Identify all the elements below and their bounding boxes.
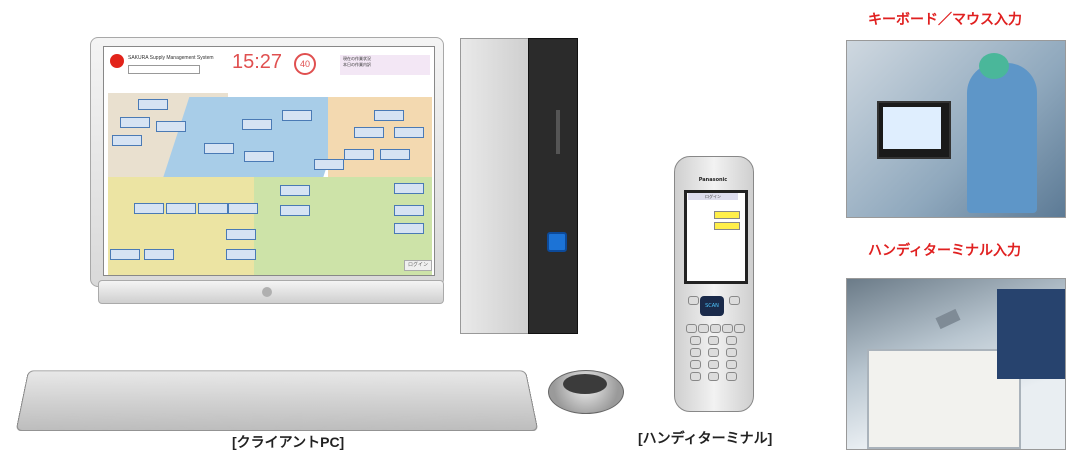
system-name: SAKURA Supply Management System: [128, 55, 214, 61]
power-button: [547, 232, 567, 252]
tower-drive-slot: [556, 110, 560, 154]
handy-key: [708, 372, 719, 381]
process-box: [380, 149, 410, 160]
process-box: [282, 110, 312, 121]
search-input: [128, 65, 200, 74]
process-box: [144, 249, 174, 260]
tower-side-panel: [460, 38, 530, 334]
handy-key: [710, 324, 721, 333]
process-box: [314, 159, 344, 170]
process-box: [204, 143, 234, 154]
handy-key: [686, 324, 697, 333]
screen-header: SAKURA Supply Management System 15:27 40…: [104, 47, 434, 92]
caption-keyboard-mouse-input: キーボード／マウス入力: [868, 11, 1022, 27]
photo-handy-device: [935, 308, 961, 330]
handy-screen-title: ログイン: [688, 193, 738, 200]
status-line: 現在の作業状況: [343, 56, 371, 61]
photo-tray: [867, 349, 1021, 449]
handy-key: [708, 348, 719, 357]
handy-key: [688, 296, 699, 305]
photo-worker: [967, 63, 1037, 213]
caption-client-pc: [クライアントPC]: [232, 434, 345, 450]
process-box: [120, 117, 150, 128]
handy-key: [690, 336, 701, 345]
status-panel: 現在の作業状況 本日の作業内訳: [340, 55, 430, 75]
handy-key: [734, 324, 745, 333]
handy-key: [708, 360, 719, 369]
photo-monitor-screen: [883, 107, 941, 149]
process-box: [226, 229, 256, 240]
caption-handy-terminal-input: ハンディターミナル入力: [868, 242, 1022, 258]
keyboard: [15, 370, 539, 432]
process-box: [394, 205, 424, 216]
photo-worker-cap: [979, 53, 1009, 79]
process-box: [344, 149, 374, 160]
handy-key: [708, 336, 719, 345]
mouse-top-shell: [563, 374, 607, 394]
process-box: [198, 203, 228, 214]
login-button: ログイン: [404, 260, 432, 271]
process-box: [394, 183, 424, 194]
process-box: [394, 223, 424, 234]
handy-screen: [684, 190, 748, 284]
handy-key: [726, 360, 737, 369]
caption-handy-terminal: [ハンディターミナル]: [638, 430, 773, 446]
zone-area-4: [108, 177, 270, 275]
count-badge: 40: [294, 53, 316, 75]
process-box: [242, 119, 272, 130]
handy-key: [698, 324, 709, 333]
monitor-screen: SAKURA Supply Management System 15:27 40…: [103, 46, 435, 276]
process-box: [134, 203, 164, 214]
handy-brand: Panasonic: [698, 177, 728, 183]
handy-key: [690, 372, 701, 381]
status-line: 本日の作業内訳: [343, 62, 371, 67]
photo-worker-arm: [997, 289, 1065, 379]
handy-input-field: [714, 211, 740, 219]
clock-time: 15:27: [232, 51, 283, 73]
handy-key: [690, 348, 701, 357]
process-box: [280, 205, 310, 216]
scan-button: SCAN: [700, 296, 724, 316]
pc-tower: [460, 38, 578, 334]
process-box: [244, 151, 274, 162]
process-box: [156, 121, 186, 132]
photo-handy-terminal-operation: [846, 278, 1066, 450]
handy-key: [729, 296, 740, 305]
process-box: [226, 249, 256, 260]
process-box: [166, 203, 196, 214]
process-box: [374, 110, 404, 121]
handy-key: [726, 372, 737, 381]
tower-front-panel: [528, 38, 578, 334]
process-box: [112, 135, 142, 146]
sakura-logo: [110, 54, 124, 68]
process-box: [354, 127, 384, 138]
handy-key: [690, 360, 701, 369]
handy-input-field: [714, 222, 740, 230]
process-box: [138, 99, 168, 110]
photo-keyboard-mouse-operation: [846, 40, 1066, 218]
handy-key: [726, 336, 737, 345]
monitor-power-button: [262, 287, 272, 297]
handy-key: [722, 324, 733, 333]
process-box: [228, 203, 258, 214]
handy-key: [726, 348, 737, 357]
process-box: [394, 127, 424, 138]
process-box: [280, 185, 310, 196]
process-box: [110, 249, 140, 260]
